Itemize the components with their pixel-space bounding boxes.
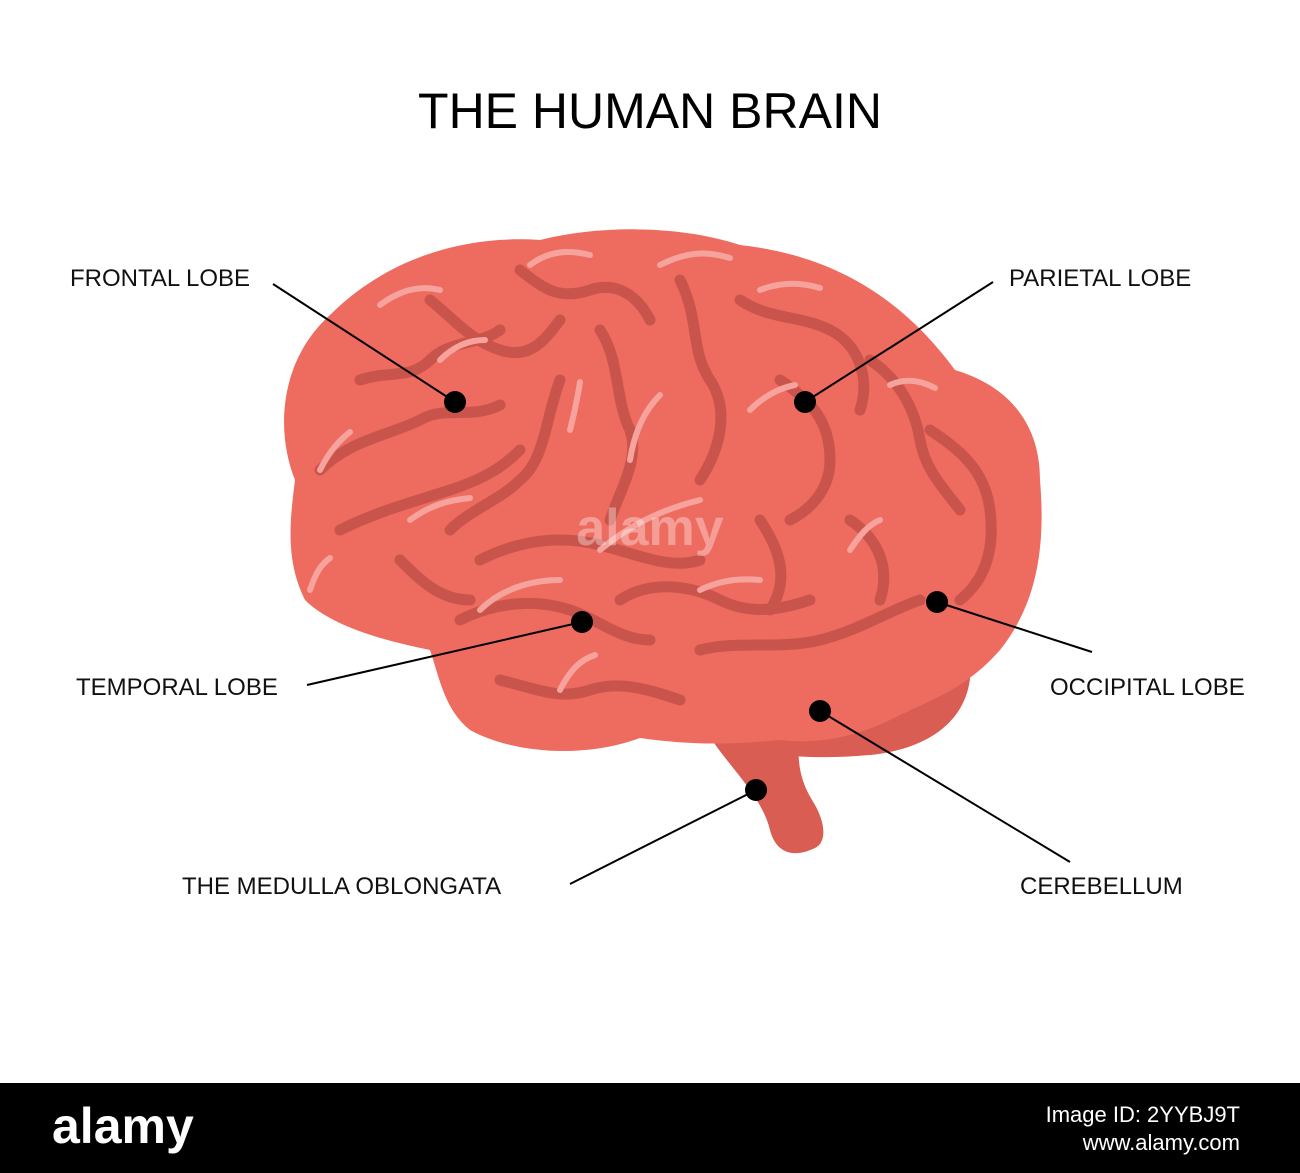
temporal-lobe-label: TEMPORAL LOBE — [76, 674, 278, 701]
parietal-leader-line — [804, 281, 994, 403]
footer-site: www.alamy.com — [1082, 1130, 1240, 1155]
footer-band: alamy Image ID: 2YYBJ9T www.alamy.com — [0, 1083, 1300, 1173]
cerebrum-shape — [284, 229, 1042, 752]
frontal-lobe-label: FRONTAL LOBE — [70, 265, 250, 292]
occipital-leader-line — [936, 601, 1093, 653]
watermark: alamy — [576, 499, 724, 557]
frontal-leader-line — [272, 283, 456, 403]
footer-brand-logo: alamy — [52, 1098, 194, 1154]
diagram-title: THE HUMAN BRAIN — [418, 83, 882, 139]
cerebellum-leader-line — [819, 710, 1071, 863]
brain-illustration: alamy — [284, 229, 1042, 854]
parietal-marker — [794, 391, 816, 413]
cerebellum-label: CEREBELLUM — [1020, 873, 1183, 900]
temporal-leader-line — [306, 621, 583, 686]
parietal-lobe-label: PARIETAL LOBE — [1009, 265, 1191, 292]
footer-background — [0, 1083, 1300, 1173]
medulla-marker — [745, 779, 767, 801]
frontal-marker — [444, 391, 466, 413]
brain-highlights — [307, 249, 938, 693]
temporal-marker — [571, 611, 593, 633]
medulla-oblongata-label: THE MEDULLA OBLONGATA — [182, 873, 501, 900]
footer-image-id: Image ID: 2YYBJ9T — [1046, 1102, 1240, 1127]
occipital-marker — [926, 591, 948, 613]
occipital-lobe-label: OCCIPITAL LOBE — [1050, 674, 1245, 701]
cerebellum-marker — [809, 700, 831, 722]
markers — [444, 391, 948, 801]
medulla-leader-line — [569, 789, 757, 885]
leader-lines — [272, 281, 1093, 885]
